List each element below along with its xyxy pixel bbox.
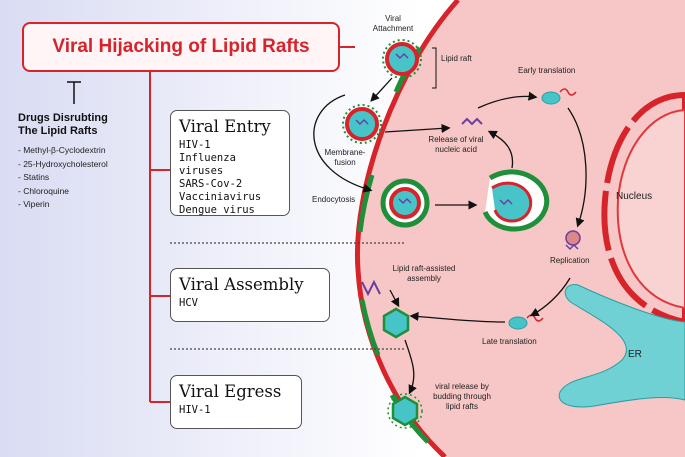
rna-icon [461, 117, 483, 126]
label-viral-attachment: Viral Attachment [368, 14, 418, 34]
arrow [404, 339, 417, 395]
label-line: budding through [433, 392, 491, 401]
replication-icon [565, 230, 581, 251]
lipid-raft-segment [359, 299, 381, 356]
virus-item: Vacciniavirus [179, 191, 262, 203]
label-early-translation: Early translation [518, 66, 576, 75]
card-list: HCV [179, 297, 321, 310]
arrow [384, 123, 451, 133]
virus-particle [380, 178, 430, 228]
arrow [567, 107, 587, 228]
label-line: Membrane- [324, 148, 366, 157]
label-late-translation: Late translation [482, 337, 537, 346]
label-line: lipid rafts [445, 402, 478, 411]
drug-item: - Viperin [18, 199, 50, 209]
drugs-heading-line1: Drugs Disrubting [18, 112, 108, 124]
drugs-list: - Methyl-β-Cyclodextrin - 25-Hydroxychol… [18, 144, 108, 212]
virus-particle [382, 39, 422, 79]
page-title: Viral Hijacking of Lipid Rafts [52, 36, 310, 57]
card-list: HIV-1 Influenza viruses SARS-Cov-2 Vacci… [179, 139, 281, 217]
ribosome-icon [541, 88, 577, 105]
card-viral-egress: Viral Egress HIV-1 [170, 375, 302, 429]
label-replication: Replication [550, 256, 590, 265]
virus-item: HCV [179, 297, 198, 309]
arrow [529, 277, 571, 317]
arrow [477, 91, 538, 109]
card-title: Viral Assembly [179, 275, 304, 294]
label-line: viral release by [435, 382, 489, 391]
virus-particle [387, 393, 423, 429]
nucleus-inner [616, 108, 685, 310]
protein-icon [361, 279, 381, 297]
drugs-heading: Drugs Disrubting The Lipid Rafts [18, 112, 108, 138]
title-box: Viral Hijacking of Lipid Rafts [22, 22, 340, 72]
card-list: HIV-1 [179, 404, 293, 417]
lipid-raft-bracket [432, 47, 437, 89]
card-viral-entry: Viral Entry HIV-1 Influenza viruses SARS… [170, 110, 290, 216]
drug-item: - Statins [18, 172, 50, 182]
label-viral-release-budding: viral release by budding through lipid r… [427, 382, 497, 412]
label-nucleus: Nucleus [616, 191, 653, 202]
arrow [409, 311, 506, 323]
arrow [313, 94, 373, 193]
label-endocytosis: Endocytosis [312, 195, 356, 204]
card-title: Viral Entry [179, 117, 271, 136]
card-viral-assembly: Viral Assembly HCV [170, 268, 330, 322]
arrow [487, 130, 514, 169]
virus-item: Dengue virus [179, 204, 255, 216]
label-line: assembly [407, 274, 441, 283]
label-release-nucleic-acid: Release of viral nucleic acid [420, 135, 492, 155]
drugs-heading-line2: The Lipid Rafts [18, 125, 98, 137]
label-line: Lipid raft-assisted [392, 264, 456, 273]
virus-item: HIV-1 [179, 139, 211, 151]
label-line: Release of viral [428, 135, 484, 144]
label-line: fusion [334, 158, 356, 167]
label-er: ER [628, 349, 642, 360]
virus-item: Influenza viruses [179, 152, 236, 177]
drug-item: - 25-Hydroxycholesterol [18, 158, 108, 169]
endoplasmic-reticulum [558, 284, 685, 408]
virus-particle [382, 307, 410, 339]
label-lipid-raft: Lipid raft [441, 54, 472, 63]
lipid-raft-segment [357, 174, 375, 233]
label-raft-assembly: Lipid raft-assisted assembly [384, 264, 464, 284]
arrow [370, 77, 393, 102]
virus-item: SARS-Cov-2 [179, 178, 243, 190]
drug-item: - Chloroquine [18, 185, 70, 196]
label-line: Viral [385, 14, 401, 23]
virus-particle [342, 104, 382, 144]
virus-item: HIV-1 [179, 404, 211, 416]
card-title: Viral Egress [179, 382, 282, 401]
label-line: nucleic acid [435, 145, 477, 154]
drug-item: - Methyl-β-Cyclodextrin [18, 145, 106, 155]
label-membrane-fusion: Membrane- fusion [320, 148, 370, 168]
endosome [482, 169, 550, 232]
label-line: Attachment [372, 24, 414, 33]
arrow [389, 289, 400, 308]
